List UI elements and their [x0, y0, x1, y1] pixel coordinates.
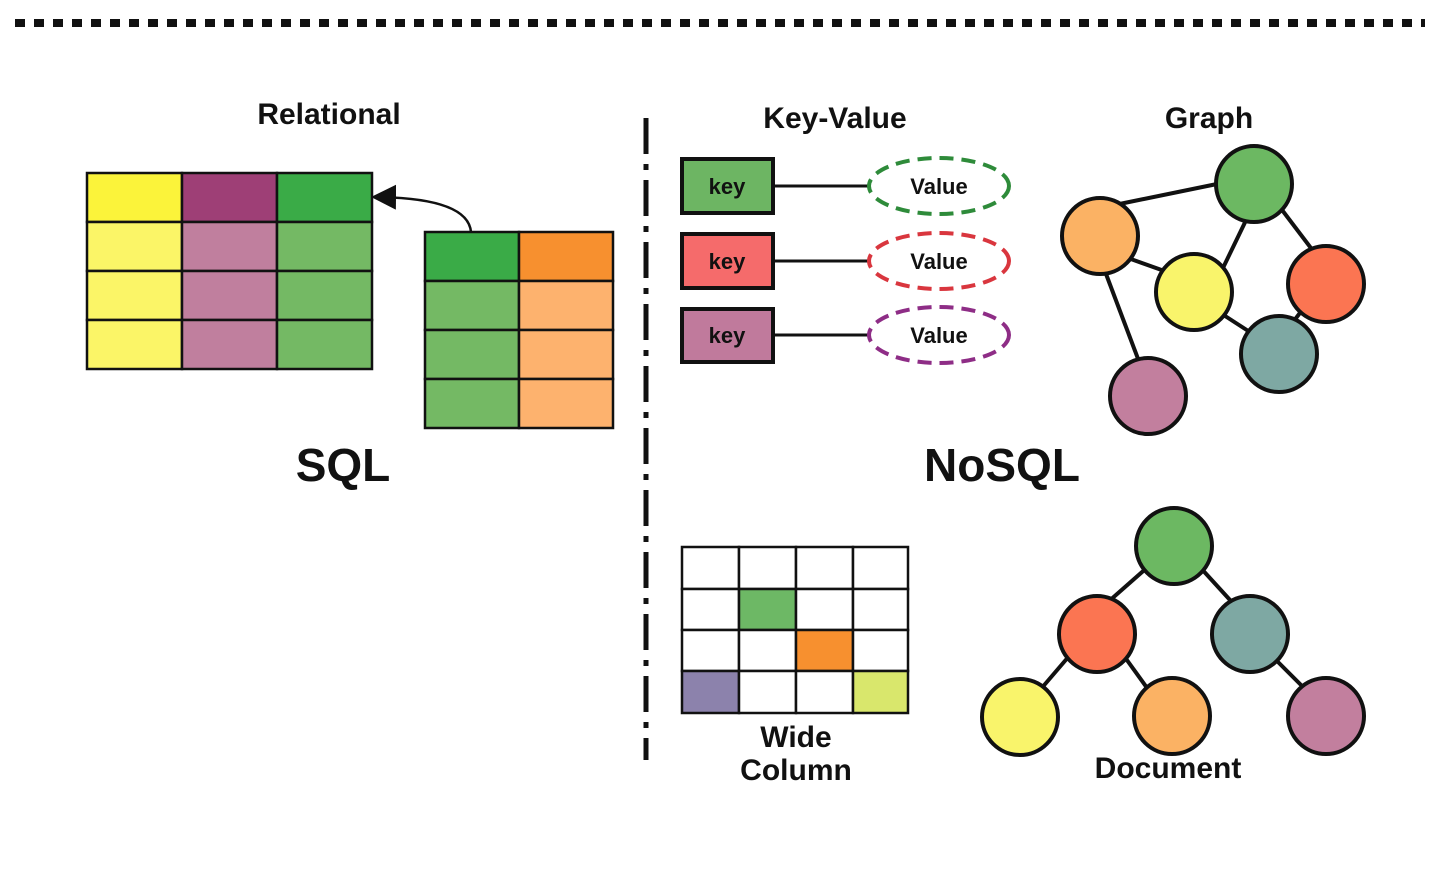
kv-key-text: key [709, 249, 746, 274]
relational-table-related [423, 230, 615, 430]
tree-edge [1038, 653, 1072, 692]
table-cell [275, 318, 374, 371]
wide-column-cell [737, 587, 798, 632]
wide-column-cell [794, 587, 855, 632]
tree-node [1057, 594, 1137, 674]
key-value-label: Key-Value [763, 102, 906, 135]
table-cell [275, 220, 374, 273]
tree-node [1134, 506, 1214, 586]
wide-column-label-line2: Column [740, 754, 852, 787]
table-cell [517, 328, 615, 381]
graph-node [1239, 314, 1319, 394]
wide-column-cell [680, 587, 741, 632]
graph-node [1154, 252, 1234, 332]
wide-column-cell [680, 545, 741, 591]
table-cell [423, 328, 521, 381]
kv-pair: key Value [680, 305, 1011, 365]
graph-edge [1101, 265, 1145, 373]
table-cell [85, 220, 184, 273]
table-cell [180, 220, 279, 273]
table-cell [275, 171, 374, 224]
nosql-label: NoSQL [924, 439, 1080, 491]
graph-node [1108, 356, 1188, 436]
wide-column-cell [737, 545, 798, 591]
wide-column-grid [680, 545, 910, 715]
kv-value-ellipse [867, 231, 1011, 291]
kv-value-text: Value [910, 249, 967, 274]
kv-pair: key Value [680, 231, 1011, 291]
kv-value-text: Value [910, 323, 967, 348]
tree-node [1286, 676, 1366, 756]
kv-key-text: key [709, 323, 746, 348]
wide-column-cell [851, 587, 910, 632]
table-cell [180, 171, 279, 224]
graph-node [1060, 196, 1140, 276]
wide-column-cell [680, 669, 741, 715]
graph-node [1214, 144, 1294, 224]
kv-value-ellipse [867, 305, 1011, 365]
wide-column-cell [851, 545, 910, 591]
wide-column-cell [794, 545, 855, 591]
relational-label: Relational [257, 98, 400, 131]
tree-node [980, 677, 1060, 757]
wide-column-cell [851, 628, 910, 673]
wide-column-cell [737, 628, 798, 673]
kv-value-ellipse [867, 156, 1011, 216]
table-cell [180, 318, 279, 371]
table-cell [517, 230, 615, 283]
table-cell [180, 269, 279, 322]
wide-column-cell [851, 669, 910, 715]
wide-column-cell [794, 669, 855, 715]
kv-value-text: Value [910, 174, 967, 199]
wide-column-cell [794, 628, 855, 673]
tree-node [1132, 676, 1212, 756]
graph-node [1286, 244, 1366, 324]
wide-column-label-line1: Wide [760, 721, 831, 754]
table-cell [517, 377, 615, 430]
kv-pair: key Value [680, 156, 1011, 216]
table-cell [423, 377, 521, 430]
wide-column-cell [737, 669, 798, 715]
sql-label: SQL [296, 439, 391, 491]
foreign-key-arrow [371, 184, 473, 233]
wide-column-cell [680, 628, 741, 673]
graph-diagram [1060, 144, 1366, 436]
table-cell [85, 318, 184, 371]
document-label: Document [1095, 752, 1242, 785]
relational-table-main [85, 171, 374, 371]
kv-key-box [680, 232, 775, 290]
document-tree [980, 506, 1366, 757]
table-cell [423, 279, 521, 332]
kv-key-text: key [709, 174, 746, 199]
table-cell [85, 171, 184, 224]
graph-label: Graph [1165, 102, 1253, 135]
tree-node [1210, 594, 1290, 674]
table-cell [517, 279, 615, 332]
table-cell [85, 269, 184, 322]
table-cell [275, 269, 374, 322]
table-cell [423, 230, 521, 283]
